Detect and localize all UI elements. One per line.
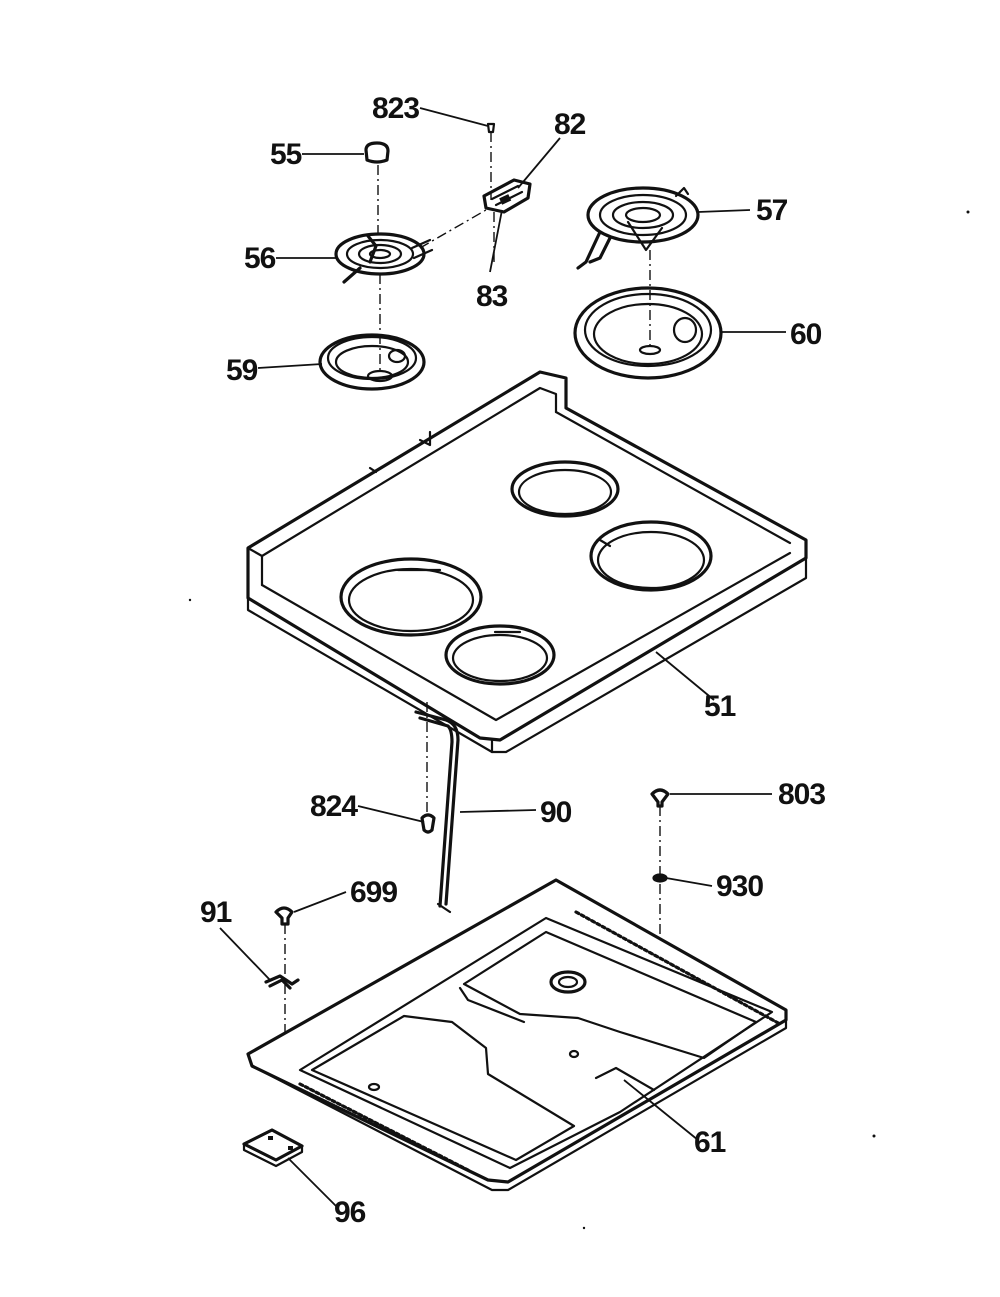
label-91: 91 — [200, 896, 232, 929]
part-930-washer[interactable] — [652, 873, 668, 940]
part-51-cooktop[interactable] — [246, 370, 808, 754]
leader-lines — [219, 107, 786, 1209]
label-96: 96 — [334, 1196, 366, 1229]
label-83: 83 — [476, 280, 508, 313]
part-60-large-drip-pan[interactable] — [573, 286, 723, 380]
label-82: 82 — [554, 108, 586, 141]
part-699-screw[interactable] — [274, 906, 294, 1060]
label-803: 803 — [778, 778, 825, 811]
label-56: 56 — [244, 242, 276, 275]
part-91-clip[interactable] — [264, 974, 300, 990]
part-57-large-surface-element[interactable] — [576, 186, 700, 350]
scan-specks — [188, 210, 970, 1230]
label-823: 823 — [372, 92, 419, 125]
label-59: 59 — [226, 354, 258, 387]
label-60: 60 — [790, 318, 822, 351]
part-823-screw[interactable] — [486, 122, 496, 200]
part-82-terminal-block[interactable] — [482, 178, 532, 214]
part-824-clip[interactable] — [420, 813, 436, 834]
label-51: 51 — [704, 690, 736, 723]
part-803-screw[interactable] — [650, 788, 670, 880]
part-56-small-surface-element[interactable] — [334, 232, 434, 372]
part-90-ground-wire[interactable] — [414, 710, 460, 914]
part-96-bracket[interactable] — [242, 1128, 304, 1168]
part-61-burner-box[interactable] — [246, 878, 788, 1192]
part-labels: 823 82 55 56 83 57 60 59 51 803 824 90 9… — [200, 92, 826, 1229]
label-824: 824 — [310, 790, 358, 823]
label-930: 930 — [716, 870, 763, 903]
label-55: 55 — [270, 138, 302, 171]
label-61: 61 — [694, 1126, 726, 1159]
part-83-receptacle-lead[interactable] — [419, 209, 495, 266]
label-699: 699 — [350, 876, 397, 909]
label-90: 90 — [540, 796, 572, 829]
part-59-small-drip-pan[interactable] — [318, 333, 426, 391]
label-57: 57 — [756, 194, 788, 227]
part-55-knob-cap[interactable] — [364, 141, 390, 236]
